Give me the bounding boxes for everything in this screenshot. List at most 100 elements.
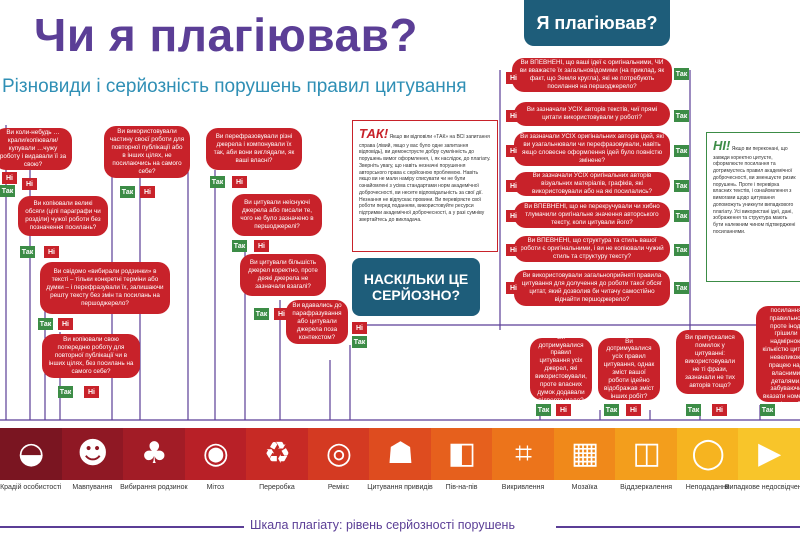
page-title: Чи я плагіював? — [34, 9, 418, 61]
circle-icon: ◯ — [691, 436, 725, 471]
question-few-own-thoughts: Ви дотримувалися правил цитування усіх д… — [530, 338, 592, 400]
note-no-lead: НІ! — [713, 138, 731, 153]
scale-band: ☗ — [369, 428, 432, 480]
scale-band: ◫ — [615, 428, 678, 480]
no-tag: Ні — [712, 404, 727, 416]
yes-tag: Так — [760, 404, 775, 416]
note-yes-text: Якщо ви відповіли «ТАК» на ВСІ запитання… — [359, 134, 491, 223]
question-misinterpretation: Ви ВПЕВНЕНІ, що не перекручували чи хибн… — [514, 202, 670, 228]
scale-label: Віддзеркалення — [620, 484, 673, 491]
right-section-tab: Я плагіював? — [524, 0, 670, 46]
no-tag: Ні — [506, 244, 521, 256]
scale-label: Крадій особистості — [0, 484, 62, 491]
scale-band: ◉ — [184, 428, 248, 480]
yes-tag: Так — [674, 110, 689, 122]
scale-title: Шкала плагіату: рівень серйозності поруш… — [250, 518, 515, 532]
scale-label: Цитування привидів — [367, 484, 433, 491]
question-steal: Ви коли-небудь …крали/копіювали/купували… — [0, 128, 72, 170]
question-citation-rules: Ви використовували загальноприйняті прав… — [514, 270, 670, 306]
question-self-copy: Ви копіювали свою попередню роботу для п… — [42, 334, 140, 378]
scale-label: Випадкове недосвідченість — [724, 484, 800, 491]
scale-label: Вибирання родзинок — [120, 484, 188, 491]
question-excess-quotes: Ви оформлювали посилання правильно, прот… — [756, 306, 800, 402]
no-tag: Ні — [352, 322, 367, 334]
question-nonexistent-sources: Ви цитували неіснуючі джерела або писали… — [232, 194, 322, 236]
scramble-icon: ⌗ — [515, 436, 532, 471]
yes-tag: Так — [352, 336, 367, 348]
yes-tag: Так — [686, 404, 701, 416]
yes-tag: Так — [674, 282, 689, 294]
yes-tag: Так — [674, 68, 689, 80]
yes-tag: Так — [674, 244, 689, 256]
no-tag: Ні — [506, 180, 521, 192]
scale-band: ☻ — [61, 428, 125, 480]
question-paraphrased-authors: Ви зазначали УСІХ оригінальних авторів і… — [514, 132, 670, 166]
no-tag: Ні — [506, 145, 521, 157]
question-structure-style: Ви ВПЕВНЕНІ, що структура та стиль вашої… — [514, 236, 670, 262]
page-subtitle: Різновиди і серйозність порушень правил … — [2, 76, 467, 97]
monkey-icon: ☻ — [77, 436, 109, 471]
no-tag: Ні — [2, 172, 17, 184]
note-no: НІ! Якщо ви переконані, що завжди корект… — [706, 132, 800, 282]
scale-band: ◧ — [430, 428, 494, 480]
yes-tag: Так — [254, 308, 269, 320]
scale-rule-left — [0, 526, 244, 528]
question-direct-quotes: Ви зазначали УСІХ авторів текстів, чиї п… — [514, 102, 670, 126]
question-citation-errors: Ви припускалися помилок у цитуванні: вик… — [676, 330, 744, 394]
question-original-ideas: Ви ВПЕВНЕНІ, що ваші ідеї є оригінальним… — [512, 58, 672, 92]
half-icon: ◧ — [447, 436, 477, 471]
scale-label: Мітоз — [206, 484, 225, 491]
yes-tag: Так — [674, 145, 689, 157]
note-yes-lead: ТАК! — [359, 126, 389, 141]
scale-label: Мавпування — [72, 484, 113, 491]
question-context: Ви вдавались до парафразування або цитув… — [286, 300, 348, 344]
yes-tag: Так — [674, 210, 689, 222]
scale-band: ◒ — [0, 428, 63, 480]
no-tag: Ні — [506, 72, 521, 84]
no-tag: Ні — [556, 404, 571, 416]
cherry-icon: ♣ — [140, 436, 168, 471]
question-most-sources: Ви цитували більшість джерел коректно, п… — [240, 254, 326, 296]
yes-tag: Так — [604, 404, 619, 416]
no-tag: Ні — [232, 176, 247, 188]
no-tag: Ні — [58, 318, 73, 330]
scale-label: Неподадання — [685, 484, 730, 491]
no-tag: Ні — [84, 386, 99, 398]
scale-band: ▦ — [553, 428, 617, 480]
recycle-icon: ♻ — [263, 436, 291, 471]
yes-tag: Так — [536, 404, 551, 416]
yes-tag: Так — [210, 176, 225, 188]
scale-band: ♻ — [246, 428, 309, 480]
yes-tag: Так — [58, 386, 73, 398]
scale-band: ▶ — [738, 428, 800, 480]
arrow-icon: ▶ — [758, 436, 782, 471]
no-tag: Ні — [44, 246, 59, 258]
no-tag: Ні — [626, 404, 641, 416]
question-idea-reflection: Ви дотримувалися усіх правил цитування, … — [598, 338, 660, 400]
scale-label: Ремікс — [327, 484, 350, 491]
question-cherry-pick: Ви свідомо «вибирали родзинки» в тексті … — [40, 262, 170, 314]
scale-band: ⌗ — [492, 428, 555, 480]
no-tag: Ні — [140, 186, 155, 198]
yes-tag: Так — [120, 186, 135, 198]
mosaic-icon: ▦ — [570, 436, 600, 471]
note-no-text: Якщо ви переконані, що завжди коректно ц… — [713, 146, 796, 235]
no-tag: Ні — [22, 178, 37, 190]
yes-tag: Так — [0, 185, 15, 197]
seriousness-box: НАСКІЛЬКИ ЦЕ СЕРЙОЗНО? — [352, 258, 480, 316]
yes-tag: Так — [674, 180, 689, 192]
scale-band: ♣ — [123, 428, 186, 480]
yes-tag: Так — [38, 318, 53, 330]
eye-mask-icon: ◉ — [202, 436, 229, 471]
scale-band: ◯ — [676, 428, 740, 480]
scale-label: Викривлення — [501, 484, 545, 491]
scale-rule-right — [556, 526, 800, 528]
scale-band: ◎ — [307, 428, 371, 480]
question-visual-materials: Ви зазначали УСІХ оригінальних авторів в… — [514, 172, 670, 196]
mask-icon: ◒ — [18, 436, 45, 471]
no-tag: Ні — [274, 308, 289, 320]
no-tag: Ні — [506, 110, 521, 122]
scale-label: Мозаїка — [571, 484, 598, 491]
scale-label: Пів-на-пів — [445, 484, 478, 491]
question-copy-large: Ви копіювали великі обсяги (цілі парагра… — [18, 196, 108, 236]
